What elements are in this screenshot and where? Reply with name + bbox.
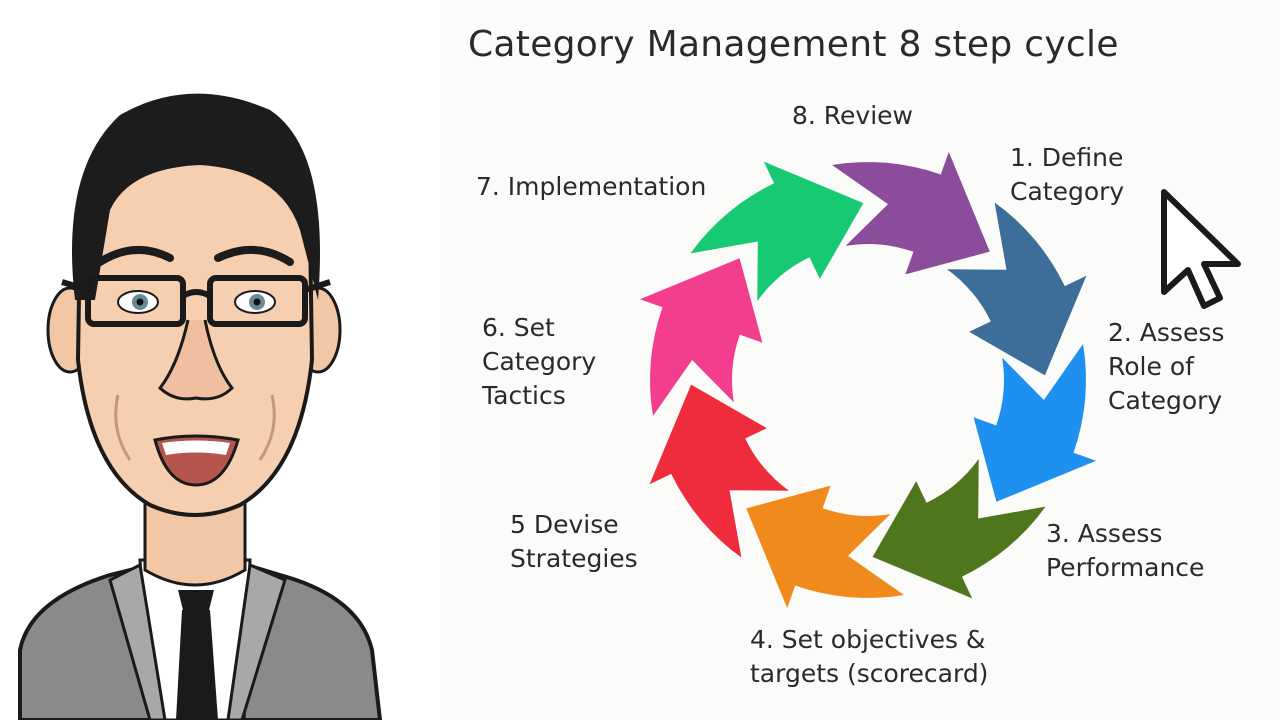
presenter-avatar	[18, 93, 383, 720]
lapel-right	[226, 562, 287, 720]
tie-knot	[178, 590, 214, 614]
step-label-assess-role: 2. Assess Role of Category	[1108, 318, 1225, 415]
diagram-panel	[440, 0, 1280, 720]
glasses	[61, 275, 331, 327]
arrow-segment-review	[832, 151, 990, 275]
step-label-set-objectives: 4. Set objectives & targets (scorecard)	[750, 625, 989, 688]
eyebrow-right	[214, 245, 294, 266]
step-label-define-category: 1. Define Category	[1010, 143, 1125, 206]
arrow-segment-assess-performance	[872, 459, 1046, 599]
diagram-title: Category Management 8 step cycle	[468, 24, 1119, 65]
arrow-segment-set-objectives	[746, 485, 904, 609]
step-label-devise-strategies: 5 Devise Strategies	[510, 510, 638, 573]
arrow-segment-define-category	[947, 202, 1087, 376]
lapel-left	[108, 562, 167, 720]
step-label-assess-performance: 3. Assess Performance	[1046, 519, 1205, 582]
eyebrow-left	[96, 245, 174, 266]
nose	[157, 319, 234, 401]
step-label-set-tactics: 6. Set Category Tactics	[482, 313, 597, 410]
arrow-segment-set-tactics	[639, 258, 763, 416]
arrow-segment-assess-role	[973, 344, 1097, 502]
step-label-review: 8. Review	[792, 101, 913, 130]
arrow-segment-implementation	[690, 161, 864, 301]
mouse-pointer-icon	[1161, 189, 1241, 309]
arrow-segment-devise-strategies	[649, 384, 789, 558]
hair	[72, 93, 320, 300]
step-label-implementation: 7. Implementation	[476, 172, 707, 201]
tie	[176, 610, 218, 720]
